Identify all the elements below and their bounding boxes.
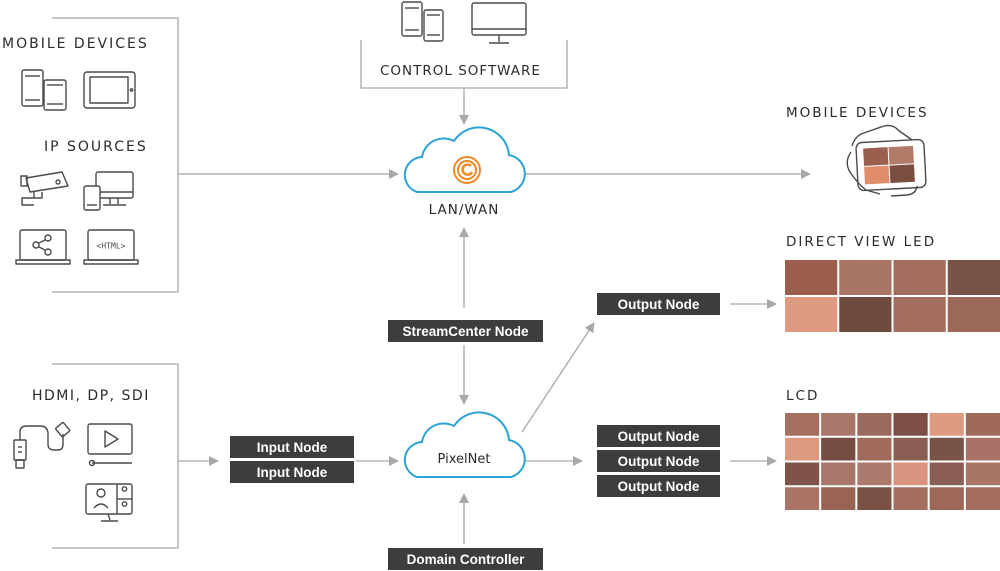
ipad-icon [83,71,136,109]
left-bottom-bracket [52,363,179,549]
mobile-devices-right-label: MOBILE DEVICES [786,105,929,121]
hdmi-cable-icon [13,421,71,469]
lcd-panel-tile [857,462,892,486]
lcd-panel-tile [929,462,964,486]
input-node: Input Node [230,461,354,483]
lcd-panel-tile [929,437,964,461]
desktop-icon [471,2,527,44]
hdmi-dp-sdi-label: HDMI, DP, SDI [32,388,150,404]
lcd-panel-tile [785,437,820,461]
pixelnet-label: PixelNet [437,452,491,467]
security-camera-icon [20,171,69,206]
lcd-panel-tile [785,487,820,510]
phone-screen-tile [889,164,915,184]
connectors [178,88,811,544]
lcd-label: LCD [786,388,820,404]
lcd-panel-tile [821,462,856,486]
output-node: Output Node [597,475,720,497]
lcd-panel-tile [929,413,964,436]
led-panel-tile [893,297,946,332]
led-panel-tile [947,297,1000,332]
left-top-bracket [52,17,179,293]
direct-view-led-wall [785,260,1000,332]
share-laptop-icon [15,229,71,265]
direct-view-led-label: DIRECT VIEW LED [786,234,937,250]
domain-controller-node: Domain Controller [388,548,543,570]
lcd-panel-tile [857,413,892,436]
led-panel-tile [785,260,838,295]
led-panel-tile [893,260,946,295]
led-panel-tile [839,297,892,332]
lcd-panel-tile [965,413,1000,436]
output-node: Output Node [597,425,720,447]
html-tag-text: <HTML> [97,242,126,251]
lcd-panel-tile [785,413,820,436]
led-panel-tile [947,260,1000,295]
lcd-panel-tile [785,462,820,486]
desktop-phone-icon [83,171,134,211]
lanwan-cloud [403,126,526,193]
video-conference-icon [85,483,133,522]
phone-screen-grid [863,145,915,185]
tablet-phone-icon [401,1,444,42]
lcd-panel-tile [965,437,1000,461]
lcd-panel-tile [893,437,928,461]
html-laptop-icon [83,229,139,265]
arrow-pixelnet-to-output-led [521,322,595,433]
lcd-panel-tile [893,462,928,486]
phone-screen-tile [863,147,889,166]
lcd-panel-tile [857,487,892,510]
control-software-label: CONTROL SOFTWARE [380,63,541,79]
lcd-panel-tile [821,413,856,436]
input-node: Input Node [230,436,354,458]
lcd-panel-tile [857,437,892,461]
output-node: Output Node [597,450,720,472]
led-panel-tile [785,297,838,332]
company-logo-icon [453,156,481,184]
lcd-panel-tile [929,487,964,510]
mobile-devices-left-label: MOBILE DEVICES [2,36,149,52]
led-panel-tile [839,260,892,295]
ip-sources-label: IP SOURCES [44,139,148,155]
lcd-video-wall [785,413,1000,510]
pixelnet-cloud [403,411,526,478]
streamcenter-node: StreamCenter Node [388,320,543,342]
video-player-icon [87,423,133,467]
lcd-panel-tile [893,487,928,510]
lcd-panel-tile [821,437,856,461]
output-node: Output Node [597,293,720,315]
lcd-panel-tile [965,487,1000,510]
lcd-panel-tile [893,413,928,436]
lan-wan-label: LAN/WAN [428,202,500,218]
lcd-panel-tile [821,487,856,510]
phone-screen-tile [864,165,890,185]
lcd-panel-tile [965,462,1000,486]
tablet-phone-icon [21,69,67,111]
phone-screen-tile [888,145,914,165]
